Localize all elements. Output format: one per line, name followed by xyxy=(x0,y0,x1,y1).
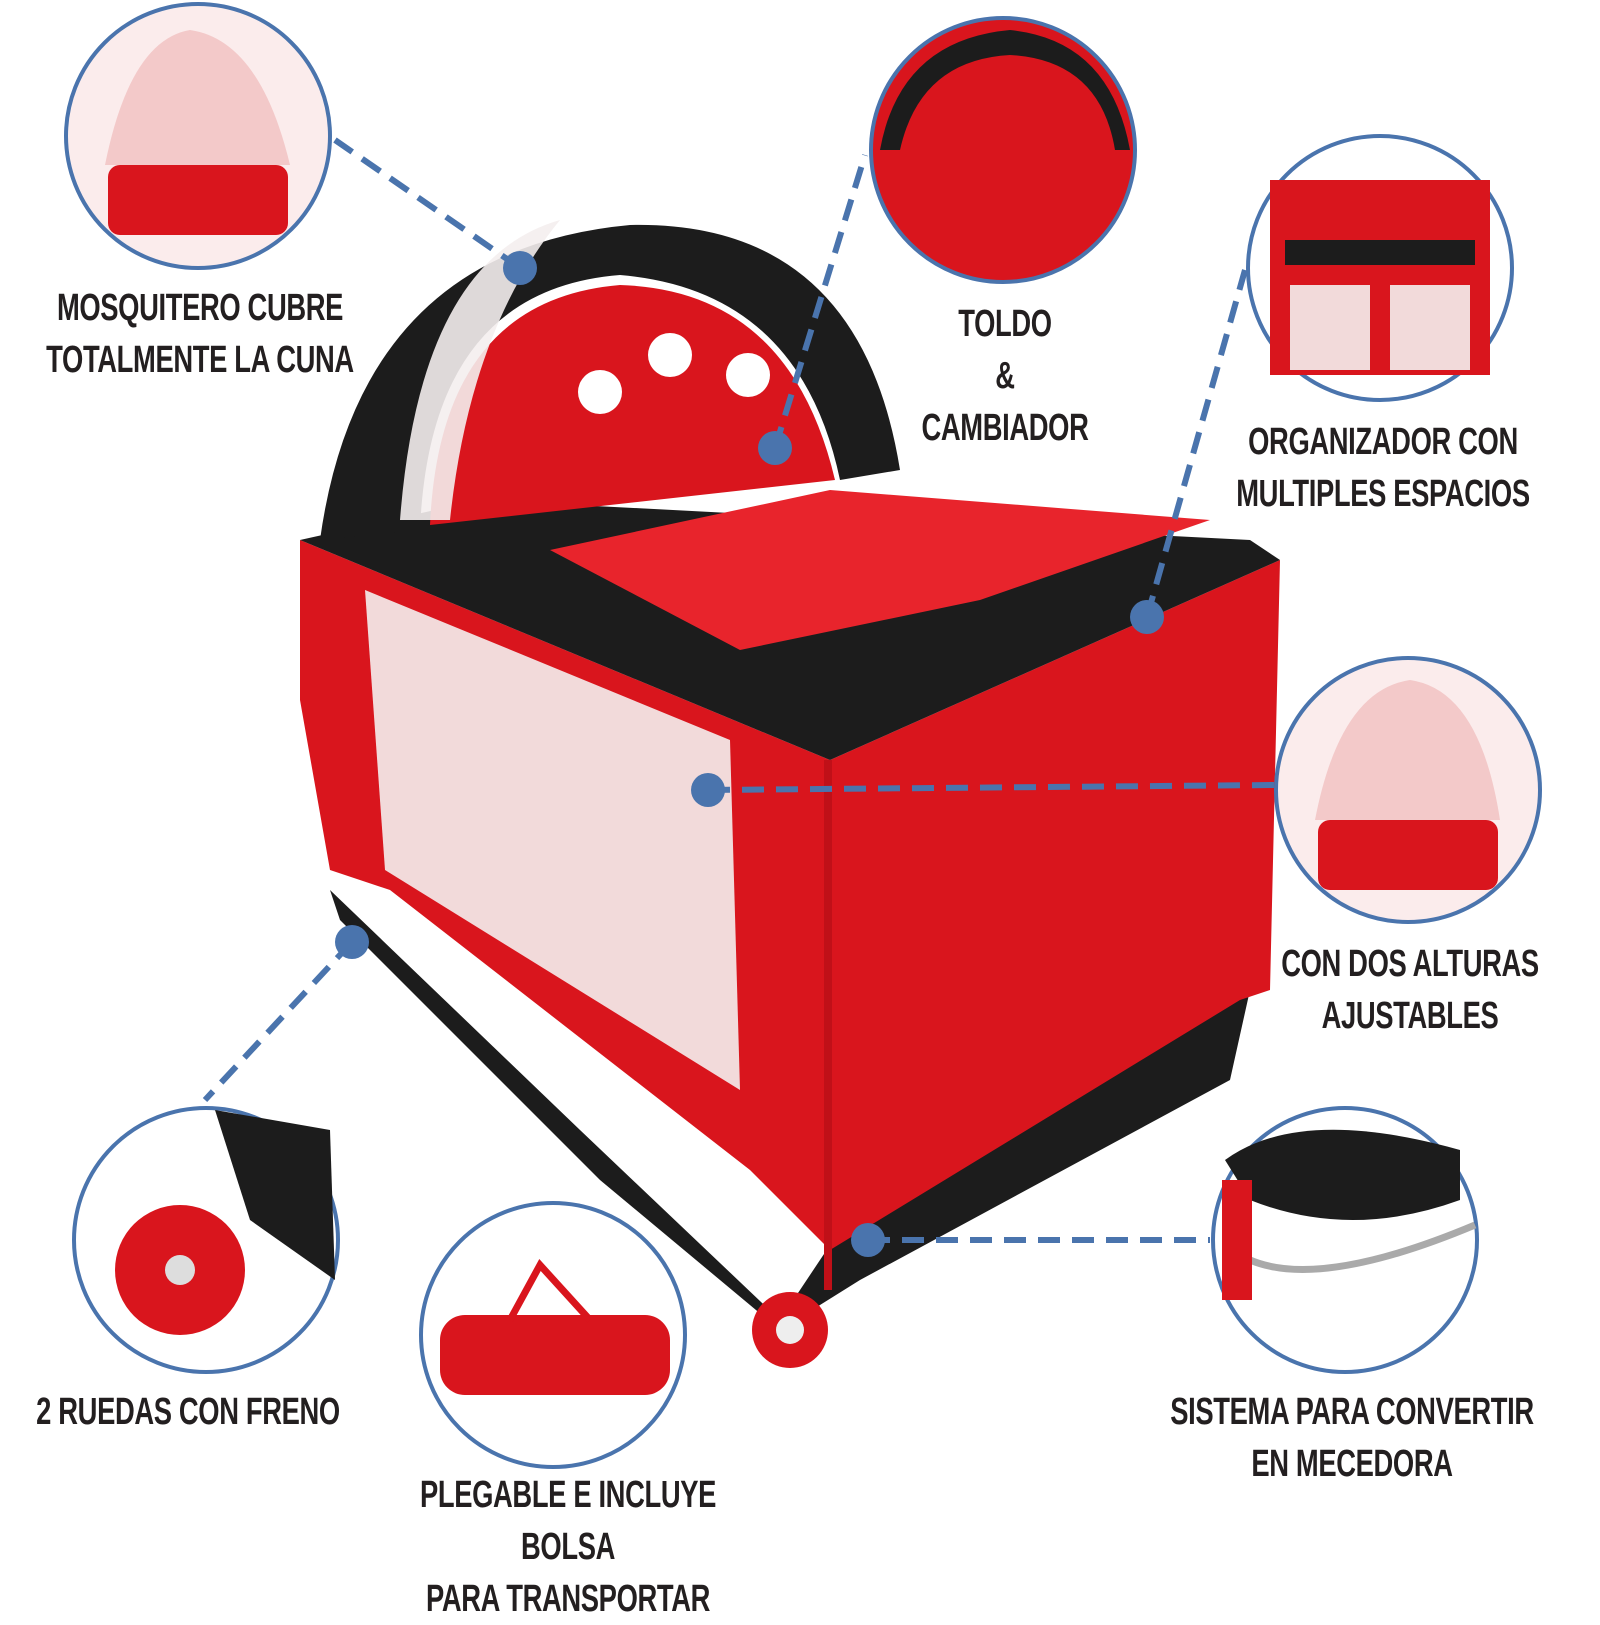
inset-mecedora xyxy=(1211,1106,1479,1374)
label-line: EN MECEDORA xyxy=(1251,1443,1453,1485)
label-line: MULTIPLES ESPACIOS xyxy=(1236,473,1530,515)
callout-lines xyxy=(202,137,1276,1243)
label-line: PLEGABLE E INCLUYE BOLSA xyxy=(419,1474,717,1568)
label-ruedas: 2 RUEDAS CON FRENO xyxy=(1,1386,375,1438)
label-line: TOLDO xyxy=(958,303,1052,345)
label-organizador: ORGANIZADOR CON MULTIPLES ESPACIOS xyxy=(1196,416,1570,520)
label-mecedora: SISTEMA PARA CONVERTIR EN MECEDORA xyxy=(1165,1386,1539,1490)
label-line: MOSQUITERO CUBRE xyxy=(56,287,344,329)
inset-mosquitero xyxy=(64,2,332,270)
label-toldo: TOLDO & CAMBIADOR xyxy=(818,298,1192,454)
label-line: & xyxy=(995,355,1015,397)
inset-organizador xyxy=(1246,134,1514,402)
inset-bolsa xyxy=(419,1201,687,1469)
crib-image xyxy=(300,220,1280,1368)
label-line: CAMBIADOR xyxy=(921,407,1089,449)
label-plegable: PLEGABLE E INCLUYE BOLSA PARA TRANSPORTA… xyxy=(381,1469,755,1625)
inset-ruedas xyxy=(72,1106,340,1374)
label-alturas: CON DOS ALTURAS AJUSTABLES xyxy=(1223,938,1597,1042)
label-line: AJUSTABLES xyxy=(1321,995,1499,1037)
label-line: SISTEMA PARA CONVERTIR xyxy=(1170,1391,1534,1433)
inset-toldo xyxy=(869,16,1137,284)
label-mosquitero: MOSQUITERO CUBRE TOTALMENTE LA CUNA xyxy=(13,282,387,386)
label-line: CON DOS ALTURAS xyxy=(1281,943,1539,985)
inset-alturas xyxy=(1274,656,1542,924)
callout-dots xyxy=(335,251,1164,1257)
label-line: TOTALMENTE LA CUNA xyxy=(46,339,354,381)
label-line: ORGANIZADOR CON xyxy=(1248,421,1518,463)
label-line: 2 RUEDAS CON FRENO xyxy=(36,1391,340,1433)
label-line: PARA TRANSPORTAR xyxy=(425,1578,711,1620)
